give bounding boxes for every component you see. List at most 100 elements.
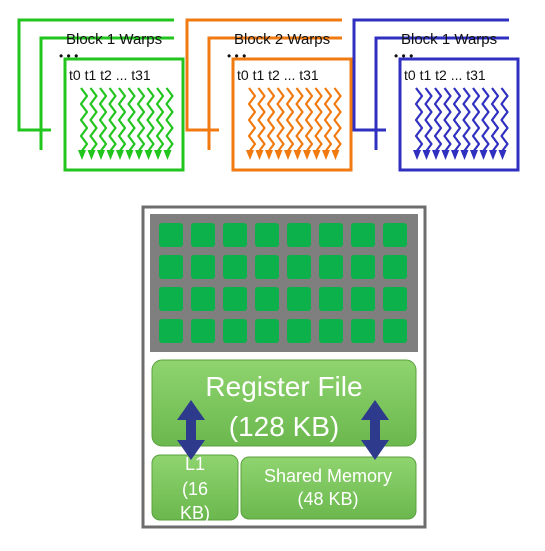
block-title: Block 2 Warps — [234, 31, 330, 48]
thread-ids: t0 t1 t2 ... t31 — [237, 67, 319, 83]
cuda-core — [159, 319, 183, 343]
cuda-core — [159, 287, 183, 311]
register-file-box — [151, 359, 417, 447]
cuda-core — [383, 223, 407, 247]
cuda-core — [351, 287, 375, 311]
cuda-core — [191, 287, 215, 311]
thread-arrow — [257, 87, 266, 153]
warp-sheet-middle — [374, 36, 509, 150]
thread-arrowhead — [322, 150, 330, 160]
thread-arrowhead — [479, 150, 488, 160]
cuda-core — [319, 287, 343, 311]
thread-arrow — [79, 87, 89, 153]
thread-arrowhead — [106, 150, 115, 160]
thread-arrow — [155, 87, 165, 153]
thread-arrowhead — [331, 150, 340, 160]
thread-arrowhead — [87, 150, 96, 160]
thread-arrow — [452, 87, 462, 153]
thread-arrow — [314, 87, 323, 153]
cuda-core — [383, 319, 407, 343]
cuda-core — [255, 287, 279, 311]
thread-arrow — [276, 87, 285, 153]
block-title: Block 1 Warps — [401, 31, 497, 48]
l1-cache-label: L1 — [185, 454, 205, 474]
thread-arrowhead — [274, 150, 283, 160]
warp-threads — [413, 87, 509, 160]
thread-arrowhead — [116, 150, 124, 160]
thread-arrow — [443, 87, 452, 153]
warp-threads — [78, 87, 174, 160]
cuda-core — [223, 287, 247, 311]
cuda-core — [287, 255, 311, 279]
thread-arrow — [127, 87, 136, 153]
block-ellipsis: • • • — [59, 49, 78, 63]
warp-sheet-back — [17, 18, 174, 132]
shared-memory-box — [240, 456, 417, 520]
cuda-core — [351, 319, 375, 343]
cuda-core — [191, 319, 215, 343]
thread-arrowhead — [489, 150, 497, 160]
core-panel — [150, 214, 418, 352]
warp-threads — [246, 87, 342, 160]
thread-arrowhead — [265, 150, 273, 160]
cuda-core — [223, 223, 247, 247]
thread-arrowhead — [284, 150, 292, 160]
thread-arrow — [247, 87, 257, 153]
thread-arrow — [304, 87, 314, 153]
thread-block-3: Block 1 Warps• • •t0 t1 t2 ... t31 — [352, 18, 520, 172]
block-ellipsis: • • • — [394, 49, 413, 63]
cuda-core — [287, 319, 311, 343]
thread-arrow — [500, 87, 509, 153]
thread-arrow — [165, 87, 174, 153]
thread-arrow — [471, 87, 481, 153]
thread-arrowhead — [470, 150, 478, 160]
thread-arrow — [490, 87, 500, 153]
l1-cache-box — [151, 454, 239, 521]
thread-arrow — [108, 87, 117, 153]
cuda-core — [223, 255, 247, 279]
register-to-l1-arrow — [177, 400, 205, 460]
l1-cache-unit: KB) — [180, 503, 210, 523]
cuda-core — [319, 255, 343, 279]
thread-arrowhead — [97, 150, 105, 160]
thread-arrow — [136, 87, 146, 153]
thread-arrowhead — [498, 150, 507, 160]
thread-arrowhead — [163, 150, 172, 160]
warp-sheet-back — [352, 18, 509, 132]
cuda-core — [191, 255, 215, 279]
thread-ids: t0 t1 t2 ... t31 — [69, 67, 151, 83]
cuda-core — [351, 223, 375, 247]
thread-arrow — [117, 87, 127, 153]
cuda-core — [255, 319, 279, 343]
block-title: Block 1 Warps — [66, 31, 162, 48]
cuda-core — [287, 223, 311, 247]
thread-arrow — [414, 87, 424, 153]
cuda-core — [159, 223, 183, 247]
thread-arrow — [146, 87, 155, 153]
thread-arrowhead — [293, 150, 302, 160]
thread-arrow — [333, 87, 342, 153]
cuda-core — [255, 223, 279, 247]
register-file-label: Register File — [205, 371, 362, 402]
register-file-size: (128 KB) — [229, 411, 340, 442]
register-to-shared-arrow — [361, 400, 389, 460]
thread-arrow — [462, 87, 471, 153]
cuda-core — [287, 287, 311, 311]
core-grid — [159, 223, 407, 343]
thread-arrow — [285, 87, 295, 153]
warp-sheet-back — [185, 18, 342, 132]
thread-arrowhead — [460, 150, 469, 160]
shared-memory-size: (48 KB) — [297, 489, 358, 509]
thread-block-2: Block 2 Warps• • •t0 t1 t2 ... t31 — [185, 18, 353, 172]
thread-arrow — [433, 87, 443, 153]
cuda-core — [319, 319, 343, 343]
cuda-core — [223, 319, 247, 343]
thread-arrow — [89, 87, 98, 153]
warp-sheet-middle — [207, 36, 342, 150]
cuda-core — [383, 287, 407, 311]
thread-arrow — [323, 87, 333, 153]
thread-arrowhead — [246, 150, 254, 160]
thread-arrowhead — [432, 150, 440, 160]
cuda-core — [319, 223, 343, 247]
